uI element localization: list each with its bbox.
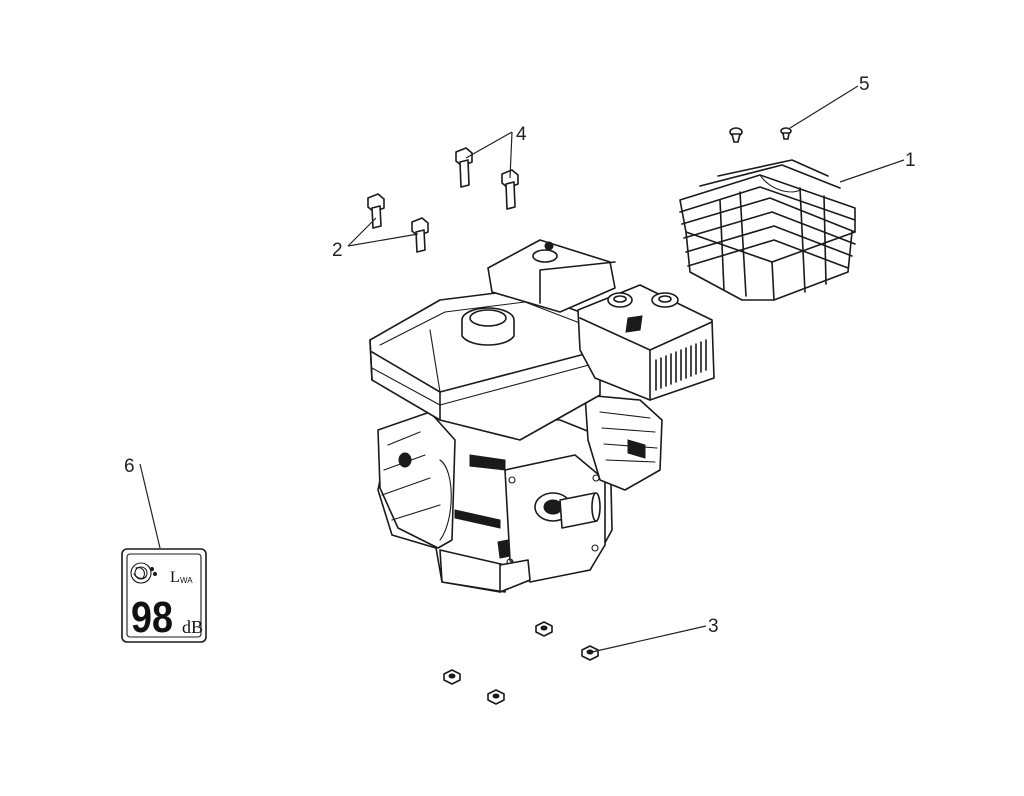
leader-2 xyxy=(347,217,419,247)
bolt xyxy=(367,193,385,229)
nut xyxy=(535,621,553,637)
callout-5: 5 xyxy=(859,74,870,95)
bolt xyxy=(501,169,519,210)
nut xyxy=(581,645,599,661)
noise-level-label: L WA 98 dB xyxy=(121,548,207,643)
muffler-guard xyxy=(679,159,856,301)
callout-numbers: 1 2 3 4 5 6 xyxy=(124,74,916,637)
screw xyxy=(780,127,792,140)
callout-1: 1 xyxy=(905,150,916,171)
nut xyxy=(443,669,461,685)
bolt xyxy=(411,217,429,253)
screw xyxy=(729,127,743,143)
nut xyxy=(487,689,505,705)
bolt-pair-4 xyxy=(455,147,519,210)
nuts-3 xyxy=(443,621,599,705)
noise-unit: dB xyxy=(182,617,203,637)
leader-6 xyxy=(139,463,161,549)
leader-1 xyxy=(839,159,905,183)
callout-4: 4 xyxy=(516,124,527,145)
leader-3 xyxy=(591,625,707,653)
lwa-symbol: L xyxy=(170,569,180,586)
callout-6: 6 xyxy=(124,456,135,477)
engine xyxy=(369,239,715,593)
leader-5 xyxy=(789,85,859,129)
bolt xyxy=(455,147,473,188)
noise-value: 98 xyxy=(131,593,173,642)
sound-icon xyxy=(130,562,157,584)
leader-4 xyxy=(465,131,513,179)
lwa-subscript: WA xyxy=(180,576,193,585)
bolt-pair-2 xyxy=(367,193,429,253)
screws-5 xyxy=(729,127,792,143)
callout-2: 2 xyxy=(332,240,343,261)
muffler-vents xyxy=(655,339,707,391)
leader-lines xyxy=(139,85,905,653)
callout-3: 3 xyxy=(708,616,719,637)
